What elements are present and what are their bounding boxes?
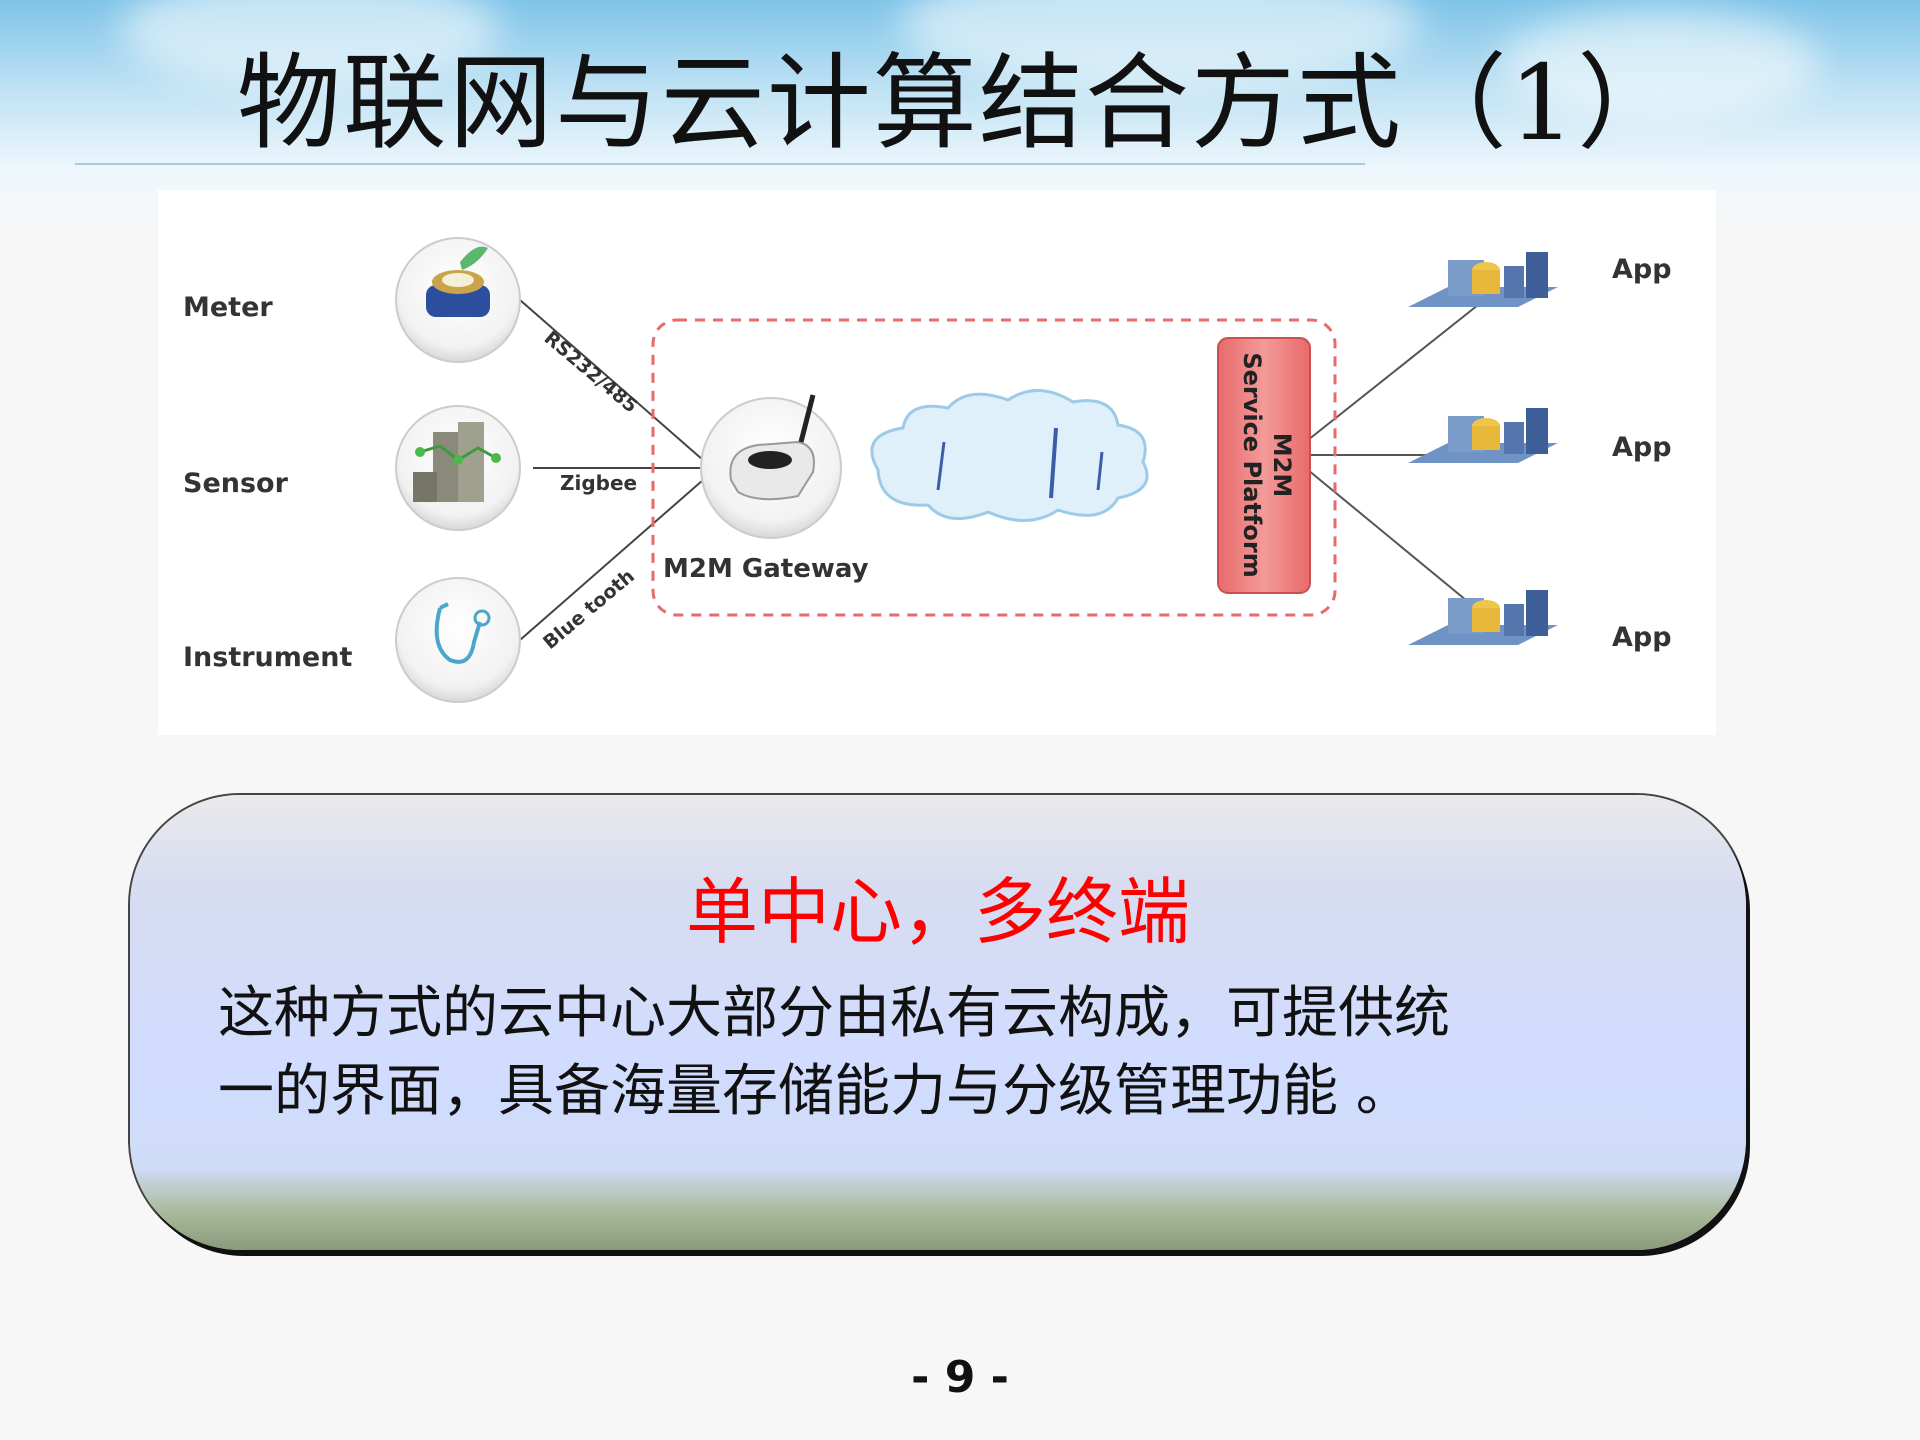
page-number: - 9 - — [911, 1352, 1009, 1403]
link-line-instrument — [519, 479, 704, 641]
gateway-platform-boundary — [651, 318, 1337, 617]
diagram-canvas: M2M Service Platform — [183, 237, 1672, 703]
platform-label-line2: Service Platform — [1238, 352, 1266, 577]
app-server-icon — [1408, 408, 1558, 463]
link-label-rs232: RS232/485 — [540, 327, 642, 418]
callout-heading: 单中心，多终端 — [685, 870, 1190, 954]
callout-body-text: 这种方式的云中心大部分由私有云构成，可提供统 一的界面，具备海量存储能力与分级管… — [218, 981, 1450, 1124]
gateway-label: M2M Gateway — [663, 554, 869, 584]
link-line-app3 — [1307, 469, 1479, 611]
link-label-zigbee: Zigbee — [560, 471, 637, 495]
water-meter-icon — [395, 237, 521, 363]
platform-label-group: M2M Service Platform — [1238, 352, 1296, 577]
app-label: App — [1612, 432, 1672, 463]
summary-callout: 单中心，多终端 这种方式的云中心大部分由私有云构成，可提供统 一的界面，具备海量… — [130, 795, 1746, 1250]
platform-label-line1: M2M — [1268, 433, 1296, 497]
device-label-sensor: Sensor — [183, 468, 289, 499]
app-label: App — [1612, 622, 1672, 653]
link-line-meter — [519, 299, 704, 461]
device-label-instrument: Instrument — [183, 642, 352, 673]
app-server-icon — [1408, 590, 1558, 645]
app-server-icon — [1408, 252, 1558, 307]
app-label: App — [1612, 254, 1672, 285]
stethoscope-icon — [395, 577, 521, 703]
m2m-service-platform-box — [1217, 337, 1311, 594]
sky-cloud-decoration — [1500, 10, 1820, 120]
m2m-architecture-diagram: M2M Service Platform — [158, 190, 1716, 735]
network-cloud-icon — [870, 389, 1149, 522]
m2m-gateway-icon — [700, 394, 842, 539]
slide-title: 物联网与云计算结合方式（1） — [236, 42, 1684, 164]
device-label-meter: Meter — [183, 292, 273, 323]
title-divider — [75, 163, 1365, 165]
building-sensor-icon — [395, 405, 521, 531]
